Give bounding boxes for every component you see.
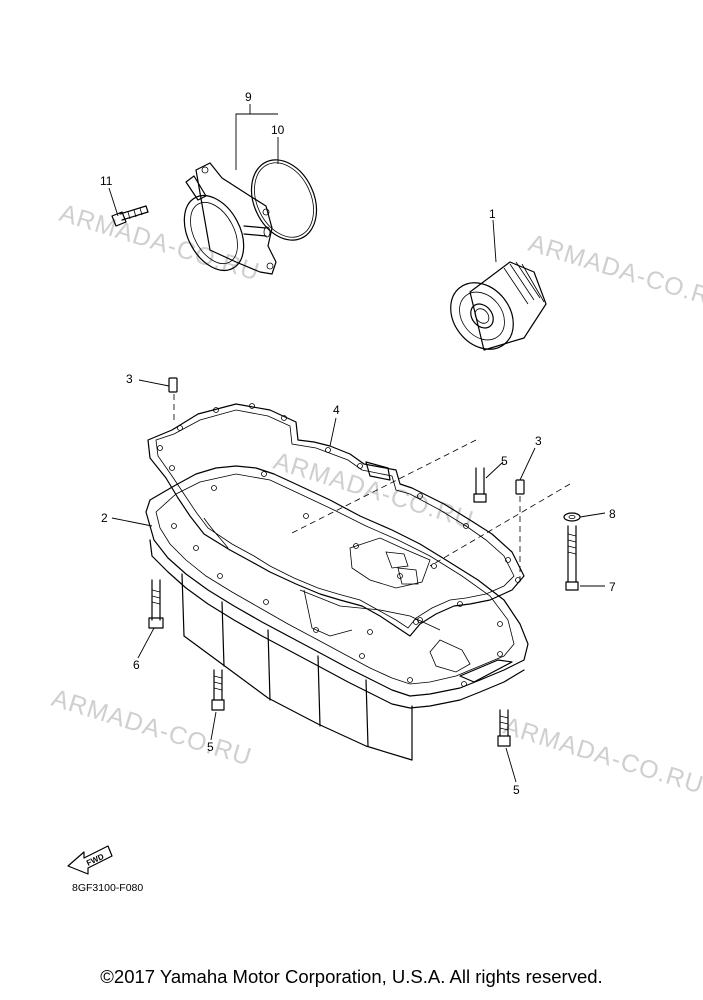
callout-numbers: 9 10 11 1 3 4 3 5 2 8 7 6 5 5 (100, 90, 616, 797)
leader-lines (108, 104, 606, 783)
callout-5a: 5 (501, 454, 508, 468)
watermark-4: ARMADA-CO.RU (48, 684, 255, 772)
watermark-2: ARMADA-CO.RU (525, 229, 703, 317)
fwd-label: FWD (85, 852, 106, 868)
o-ring-part (250, 159, 318, 241)
callout-6: 6 (133, 658, 140, 672)
callout-7: 7 (609, 580, 616, 594)
callout-2: 2 (101, 511, 108, 525)
watermark-5: ARMADA-CO.RU (500, 712, 703, 800)
callout-3a: 3 (126, 372, 133, 386)
copyright-notice: ©2017 Yamaha Motor Corporation, U.S.A. A… (100, 966, 603, 987)
callout-3b: 3 (535, 434, 542, 448)
callout-9: 9 (245, 90, 252, 104)
oil-filter-part (450, 261, 547, 351)
forward-arrow-icon: FWD (67, 845, 113, 875)
callout-8: 8 (609, 507, 616, 521)
watermarks: ARMADA-CO.RU ARMADA-CO.RU ARMADA-CO.RU A… (48, 199, 703, 800)
callout-4: 4 (333, 403, 340, 417)
bolt-part (148, 467, 581, 747)
callout-10: 10 (271, 123, 285, 137)
diagram-code: 8GF3100-F080 (72, 882, 143, 894)
union-bolt-part (111, 205, 149, 227)
oil-pan-part (145, 465, 529, 761)
callout-11: 11 (100, 174, 113, 188)
alignment-lines (173, 394, 571, 580)
callout-1: 1 (489, 207, 496, 221)
oil-pan-gasket-part (147, 403, 525, 637)
callout-5c: 5 (513, 783, 520, 797)
callout-5b: 5 (207, 740, 214, 754)
